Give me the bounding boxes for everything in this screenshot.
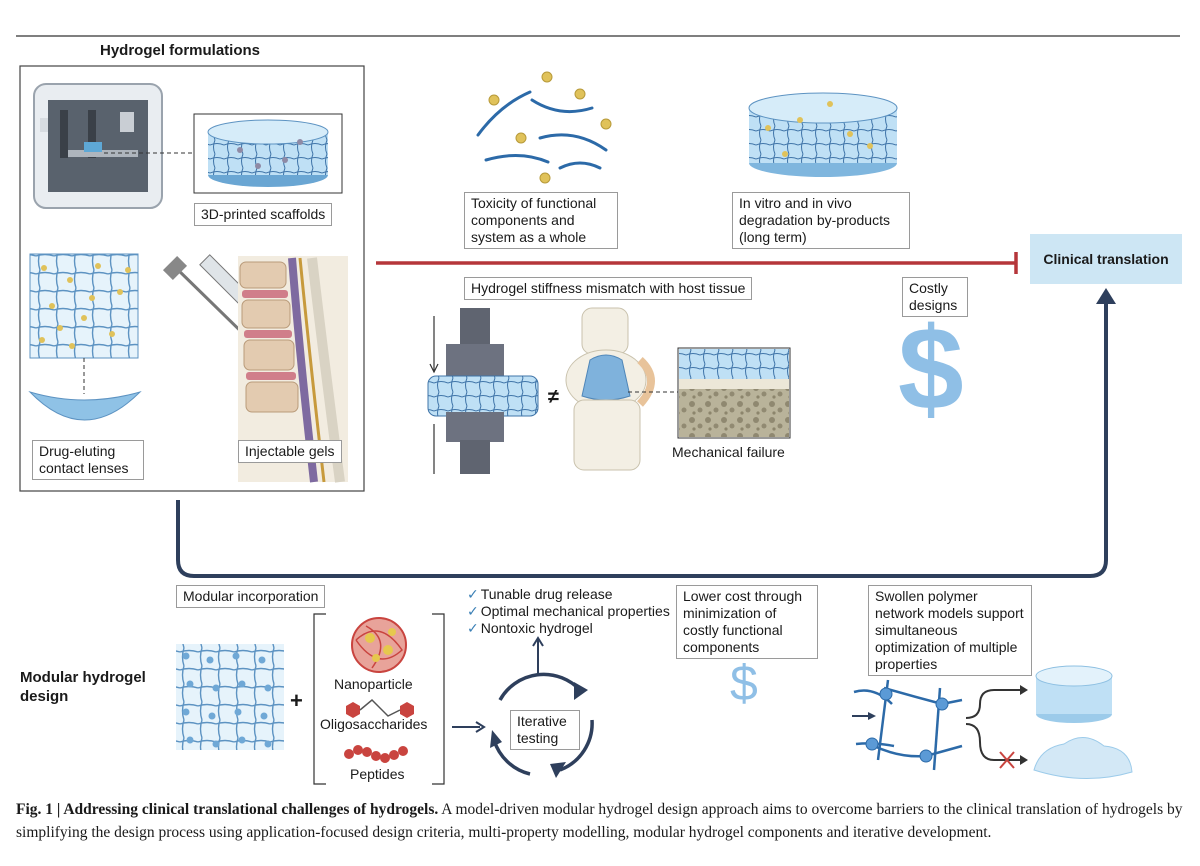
knee-joint-illustration [565,307,655,471]
tissue-interface-illustration [677,347,791,439]
label-oligosaccharides: Oligosaccharides [320,716,428,732]
design-path-arrow [176,300,1108,578]
oligosaccharide-illustration [346,698,414,718]
formulations-panel [19,65,365,492]
polymer-strands-illustration [476,90,608,170]
checklist-item: ✓Optimal mechanical properties [467,603,670,619]
label-costly-designs: Costly designs [902,277,968,317]
small-dollar-icon: $ [730,655,758,711]
not-equal-sign: ≠ [548,386,559,408]
components-bracket-right [432,613,445,785]
caption-text: A model-driven modular hydrogel design a… [16,801,1183,841]
design-criteria-checklist: ✓Tunable drug release ✓Optimal mechanica… [467,586,670,637]
clinical-translation-box [1030,234,1182,284]
degradation-disc-illustration [748,92,898,177]
check-icon: ✓ [467,620,479,636]
plus-sign: + [290,688,303,713]
label-modular-hydrogel-design: Modular hydrogel design [20,669,146,705]
figure-caption: Fig. 1 | Addressing clinical translation… [16,798,1186,844]
checklist-item: ✓Nontoxic hydrogel [467,620,593,636]
label-3d-printed-scaffolds: 3D-printed scaffolds [194,203,333,226]
peptide-chain-illustration [344,745,408,763]
check-icon: ✓ [467,586,479,602]
label-iterative-testing: Iterative testing [510,710,580,750]
label-modular-incorporation: Modular incorporation [176,585,326,608]
label-contact-lenses: Drug-eluting contact lenses [32,440,144,480]
intact-gel-cylinder [1035,665,1113,723]
label-toxicity: Toxicity of functional components and sy… [464,192,618,249]
dollar-icon: $ [898,303,964,435]
label-nanoparticle: Nanoparticle [334,676,413,692]
components-bracket-left [313,613,326,785]
label-peptides: Peptides [350,766,405,782]
modular-network-mesh [176,644,284,750]
3d-printer-illustration [33,83,163,209]
check-icon: ✓ [467,603,479,619]
formulations-title: Hydrogel formulations [100,42,261,59]
design-path-arrowhead [1096,288,1116,304]
label-lower-cost: Lower cost through minimization of costl… [676,585,818,659]
label-swollen-network-models: Swollen polymer network models support s… [868,585,1032,676]
swollen-network-illustration [852,679,1028,771]
label-degradation: In vitro and in vivo degradation by-prod… [732,192,910,249]
label-stiffness-mismatch: Hydrogel stiffness mismatch with host ti… [464,277,753,300]
contact-lens-illustration [28,390,142,421]
functional-beads [488,71,612,184]
clinical-translation-label: Clinical translation [1043,251,1169,267]
drug-gel-mesh-illustration [29,253,139,359]
checklist-item: ✓Tunable drug release [467,586,613,602]
compression-test-illustration [427,308,539,474]
degraded-gel-blob [1033,737,1133,780]
caption-label: Fig. 1 | Addressing clinical translation… [16,801,439,818]
nanoparticle-illustration [351,617,407,673]
label-mechanical-failure: Mechanical failure [672,444,785,460]
label-injectable-gels: Injectable gels [238,440,342,463]
scaffold-disc-illustration [207,119,329,187]
